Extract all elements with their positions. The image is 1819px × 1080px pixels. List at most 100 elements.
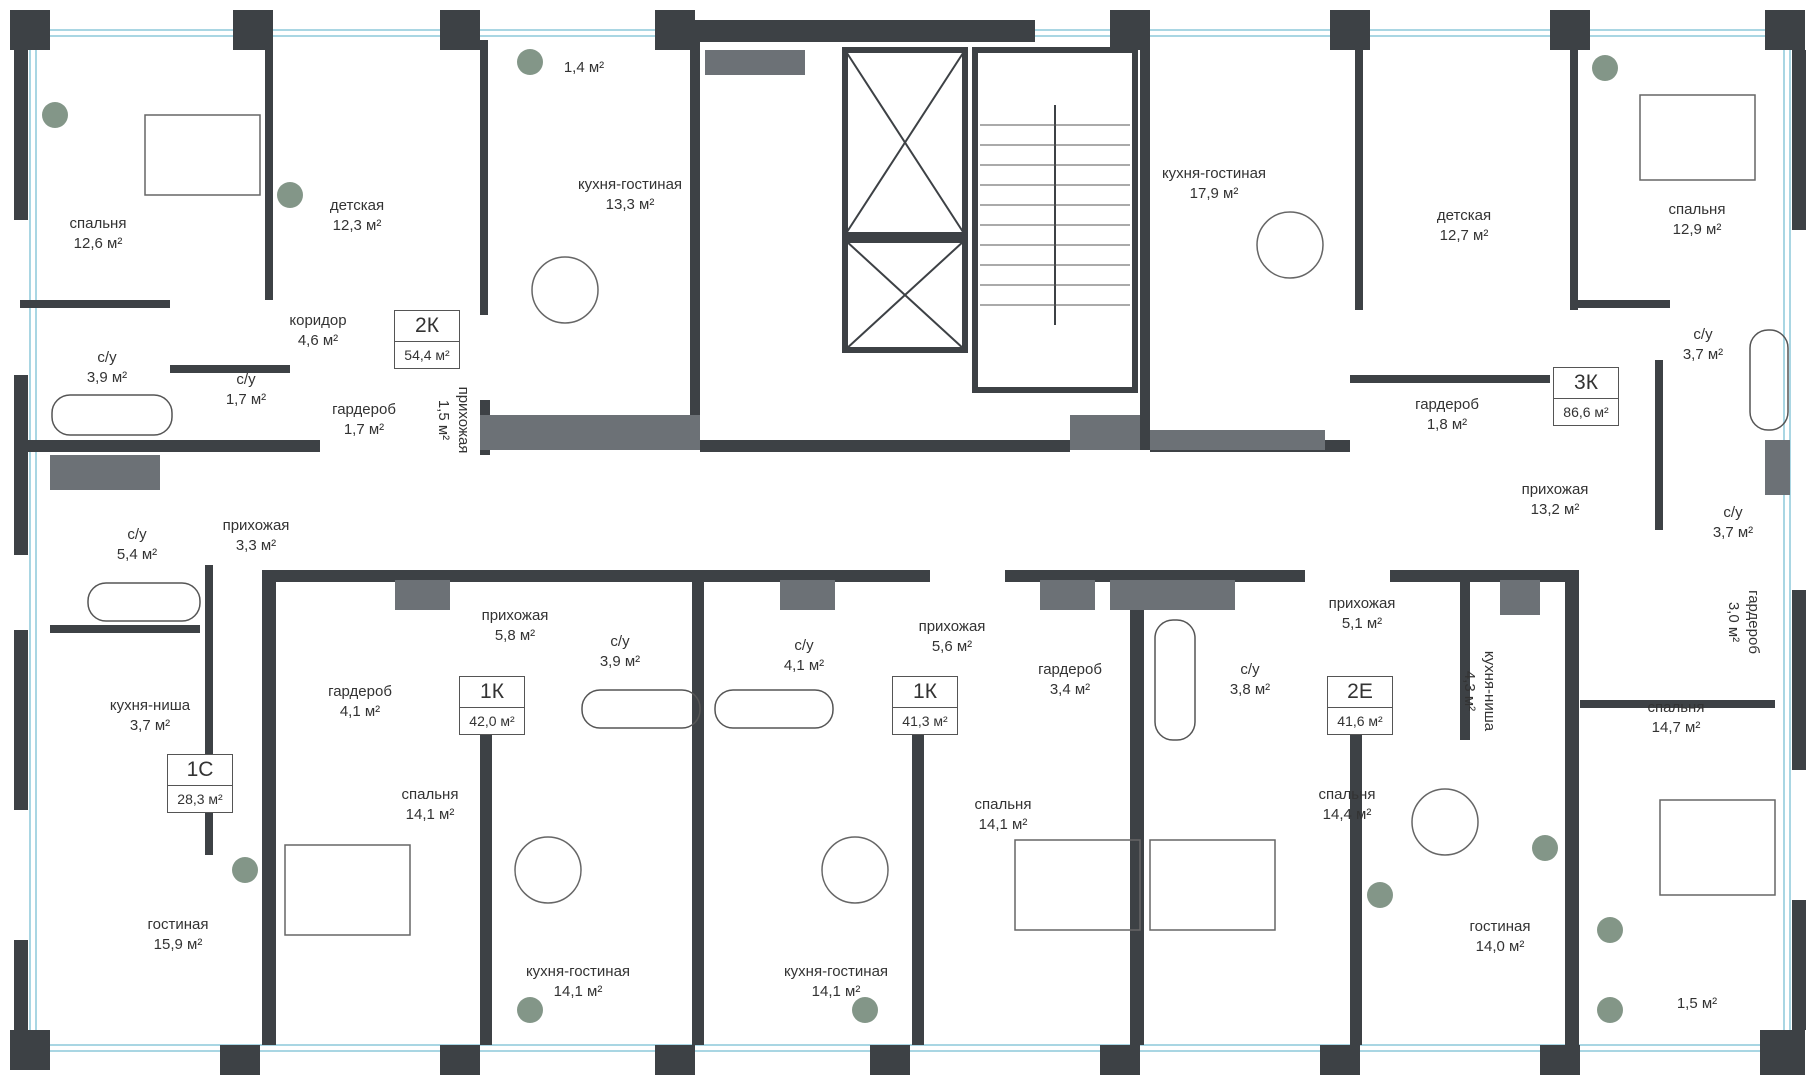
room-name: кухня-ниша	[1481, 650, 1498, 732]
room-area: 14,1 м²	[553, 983, 603, 1000]
room-area: 12,3 м²	[332, 217, 382, 234]
room-label: гостиная 14,0 м²	[1470, 917, 1531, 957]
shafts	[50, 50, 1790, 615]
apartment-code: 2Е	[1328, 677, 1392, 708]
room-area: 3,3 м²	[235, 537, 277, 554]
room-name: спальня	[1647, 699, 1705, 716]
apartment-code: 1С	[168, 755, 232, 786]
room-name: кухня-гостиная	[577, 176, 683, 193]
room-name: гостиная	[1469, 918, 1531, 935]
room-label: детская 12,3 м²	[330, 196, 384, 236]
room-label: гардероб 4,1 м²	[328, 682, 392, 722]
room-label: спальня 14,7 м²	[1648, 698, 1705, 738]
room-label: с/у 3,9 м²	[87, 348, 127, 388]
apartment-badge-2e: 2Е 41,6 м²	[1327, 676, 1393, 735]
room-area: 12,6 м²	[73, 235, 123, 252]
room-name: кухня-гостиная	[783, 963, 889, 980]
apartment-total-area: 86,6 м²	[1563, 404, 1609, 420]
room-label: с/у 4,1 м²	[784, 636, 824, 676]
apartment-total-area: 41,3 м²	[902, 713, 948, 729]
room-label: с/у 3,7 м²	[1683, 325, 1723, 365]
room-name: кухня-ниша	[109, 697, 191, 714]
room-label: спальня 12,6 м²	[70, 214, 127, 254]
apartment-code: 1К	[460, 677, 524, 708]
room-name: гардероб	[1745, 590, 1762, 654]
room-area: 5,6 м²	[931, 638, 973, 655]
room-area: 1,7 м²	[343, 421, 385, 438]
room-area: 14,0 м²	[1475, 938, 1525, 955]
apartment-badge-1k-left: 1К 42,0 м²	[459, 676, 525, 735]
apartment-total-area: 41,6 м²	[1337, 713, 1383, 729]
room-area: 3,7 м²	[1682, 346, 1724, 363]
room-name: с/у	[236, 371, 256, 388]
room-name: с/у	[127, 526, 147, 543]
room-area: 5,8 м²	[494, 627, 536, 644]
room-name: прихожая	[455, 386, 472, 454]
room-name: спальня	[1318, 786, 1376, 803]
room-name: спальня	[974, 796, 1032, 813]
room-area: 3,8 м²	[1229, 681, 1271, 698]
room-name: гостиная	[147, 916, 209, 933]
room-area: 4,1 м²	[339, 703, 381, 720]
room-area: 3,9 м²	[599, 653, 641, 670]
apartment-code: 2К	[395, 311, 459, 342]
room-label: спальня 14,4 м²	[1319, 785, 1376, 825]
room-area: 14,4 м²	[1322, 806, 1372, 823]
room-area: 3,7 м²	[1712, 524, 1754, 541]
apartment-total-area: 54,4 м²	[404, 347, 450, 363]
room-area: 4,1 м²	[783, 657, 825, 674]
room-name: детская	[1436, 207, 1492, 224]
room-name: спальня	[69, 215, 127, 232]
apartment-badge-2k: 2К 54,4 м²	[394, 310, 460, 369]
room-label: кухня-гостиная 14,1 м²	[784, 962, 888, 1002]
room-label: 1,5 м²	[1677, 994, 1717, 1014]
elevators-and-stairs	[842, 47, 1138, 393]
room-area: 3,0 м²	[1725, 601, 1742, 643]
apartment-badge-1c: 1С 28,3 м²	[167, 754, 233, 813]
room-area: 1,4 м²	[563, 59, 605, 76]
room-name: гардероб	[328, 683, 392, 700]
beds	[144, 94, 1776, 936]
room-area: 14,1 м²	[978, 816, 1028, 833]
room-name: коридор	[289, 312, 347, 329]
room-label: кухня-гостиная 14,1 м²	[526, 962, 630, 1002]
room-label: 1,4 м²	[564, 58, 604, 78]
room-name: с/у	[97, 349, 117, 366]
room-area: 14,1 м²	[811, 983, 861, 1000]
room-area: 12,9 м²	[1672, 221, 1722, 238]
room-name: с/у	[794, 637, 814, 654]
room-label: с/у 1,7 м²	[226, 370, 266, 410]
room-name: прихожая	[1328, 595, 1396, 612]
room-name: с/у	[1693, 326, 1713, 343]
room-name: детская	[329, 197, 385, 214]
room-name: гардероб	[1038, 661, 1102, 678]
room-area: 1,7 м²	[225, 391, 267, 408]
room-area: 1,5 м²	[435, 399, 452, 441]
room-area: 3,7 м²	[129, 717, 171, 734]
room-name: кухня-гостиная	[525, 963, 631, 980]
room-area: 14,7 м²	[1651, 719, 1701, 736]
dining-tables	[514, 211, 1479, 904]
plants	[42, 49, 1623, 1023]
room-area: 3,9 м²	[86, 369, 128, 386]
room-area: 1,5 м²	[1676, 995, 1718, 1012]
apartment-total-area: 42,0 м²	[469, 713, 515, 729]
room-area: 1,8 м²	[1426, 416, 1468, 433]
room-label: кухня-ниша 3,7 м²	[110, 696, 190, 736]
